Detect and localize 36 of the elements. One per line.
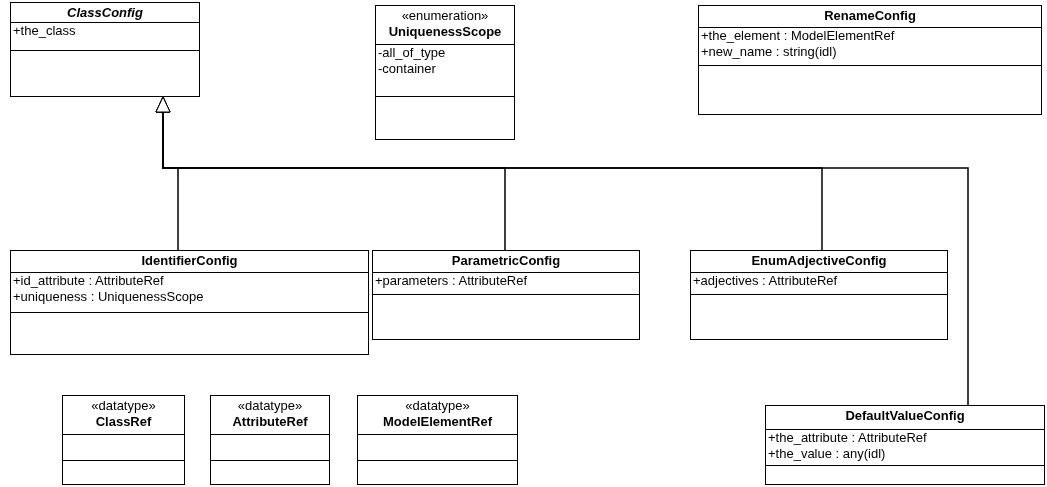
class-box — [698, 5, 1042, 115]
class-box — [375, 5, 515, 140]
class-box — [357, 395, 518, 485]
class-name: UniquenessScope — [388, 24, 502, 40]
class-name: EnumAdjectiveConfig — [751, 253, 887, 269]
stereotype-label: «enumeration» — [401, 8, 489, 24]
attribute-text: +adjectives : AttributeRef — [692, 273, 839, 289]
attribute-text: -all_of_type — [377, 45, 447, 61]
attribute-text: +the_value : any(idl) — [767, 446, 887, 462]
class-name: ModelElementRef — [382, 414, 493, 430]
class-box — [10, 250, 369, 355]
class-box — [765, 405, 1045, 485]
class-box — [210, 395, 330, 485]
class-name: ParametricConfig — [451, 253, 561, 269]
generalization-arrow — [155, 96, 969, 406]
attribute-text: +the_attribute : AttributeRef — [767, 430, 928, 446]
attribute-text: +parameters : AttributeRef — [374, 273, 529, 289]
stereotype-label: «datatype» — [237, 398, 303, 414]
stereotype-label: «datatype» — [405, 398, 470, 414]
attribute-text: +the_class — [12, 23, 77, 39]
class-name: AttributeRef — [232, 414, 308, 430]
class-box — [62, 395, 185, 485]
class-name: ClassConfig — [67, 5, 143, 21]
class-box — [690, 250, 948, 340]
class-name: ClassRef — [95, 414, 152, 430]
attribute-text: +the_element : ModelElementRef — [700, 28, 896, 44]
class-name: IdentifierConfig — [141, 253, 238, 269]
attribute-text: -container — [377, 61, 437, 77]
class-name: RenameConfig — [824, 8, 916, 24]
stereotype-label: «datatype» — [91, 398, 156, 414]
attribute-text: +new_name : string(idl) — [700, 44, 838, 60]
attribute-text: +id_attribute : AttributeRef — [12, 273, 165, 289]
class-name: DefaultValueConfig — [845, 408, 965, 424]
class-box — [10, 2, 200, 97]
class-box — [372, 250, 640, 340]
attribute-text: +uniqueness : UniquenessScope — [12, 289, 205, 305]
